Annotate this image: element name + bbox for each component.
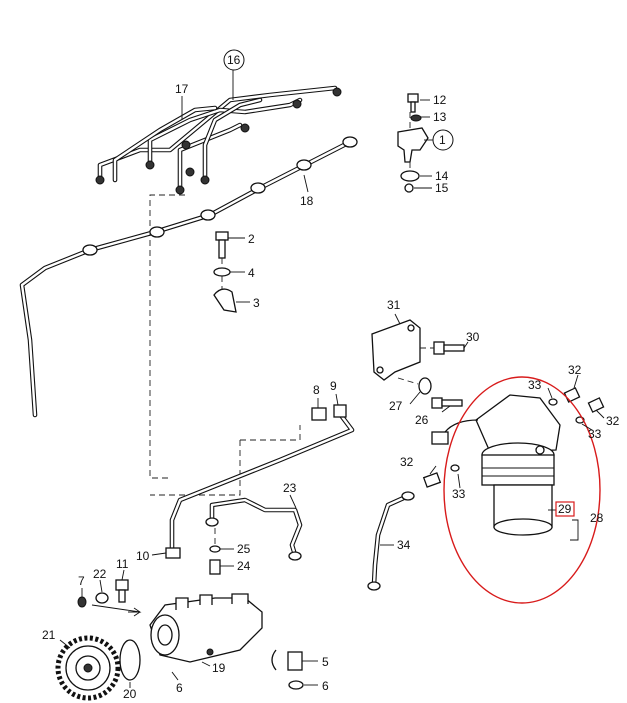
callout-4[interactable]: 4 [248,266,255,280]
callout-6-fitting[interactable]: 6 [322,679,329,693]
assembly-centerlines [149,194,301,496]
callout-2[interactable]: 2 [248,232,255,246]
callout-10[interactable]: 10 [136,549,150,563]
callout-3[interactable]: 3 [253,296,260,310]
callout-9[interactable]: 9 [330,379,337,393]
callout-16[interactable]: 16 [227,53,241,67]
callout-20[interactable]: 20 [123,687,137,701]
callout-1[interactable]: 1 [439,133,446,147]
pump-feed-pipe [165,404,355,559]
callout-13[interactable]: 13 [433,110,447,124]
injection-pump [149,593,263,663]
callout-34[interactable]: 34 [397,538,411,552]
bolt-washer-clip [213,231,237,313]
callout-8[interactable]: 8 [313,383,320,397]
callout-21[interactable]: 21 [42,628,56,642]
filter-bracket [371,319,465,409]
callout-17[interactable]: 17 [175,82,189,96]
leader-lines [59,66,605,688]
fuel-filter-assembly [431,394,561,536]
callout-33-left[interactable]: 33 [452,487,466,501]
callout-14[interactable]: 14 [435,169,449,183]
callout-28[interactable]: 28 [590,511,604,525]
callout-11[interactable]: 11 [116,557,129,571]
pump-fitting-5-6 [271,649,304,690]
callout-23[interactable]: 23 [283,481,297,495]
callout-25[interactable]: 25 [237,542,251,556]
callout-15[interactable]: 15 [435,181,449,195]
callout-16-circle [223,49,245,71]
filter-highlight-ring [443,376,601,604]
pipe-34 [367,491,415,591]
callout-1-circle [432,129,454,151]
callout-12[interactable]: 12 [433,93,447,107]
callout-24[interactable]: 24 [237,559,251,573]
callout-31[interactable]: 31 [387,298,401,312]
callout-29-box [555,501,575,517]
callout-32-left[interactable]: 32 [400,455,414,469]
callout-29[interactable]: 29 [558,502,572,516]
callout-33-top[interactable]: 33 [528,378,542,392]
callout-26[interactable]: 26 [415,413,429,427]
pipe-23 [205,497,303,561]
callout-6-pump[interactable]: 6 [176,681,183,695]
fitting-24-25 [209,528,221,575]
callout-32-right[interactable]: 32 [606,414,620,428]
callout-5[interactable]: 5 [322,655,329,669]
callout-33-right[interactable]: 33 [588,427,602,441]
injector-assembly [397,93,429,193]
callout-22[interactable]: 22 [93,567,107,581]
injector-pipe-bundle [95,85,342,195]
pump-fasteners [77,579,142,617]
callout-32-top[interactable]: 32 [568,363,582,377]
callout-30[interactable]: 30 [466,330,480,344]
callout-27[interactable]: 27 [389,399,403,413]
callout-18[interactable]: 18 [300,194,314,208]
fuel-return-line [19,136,358,418]
drive-gear [55,635,141,701]
callout-19[interactable]: 19 [212,661,226,675]
callout-7[interactable]: 7 [78,574,85,588]
